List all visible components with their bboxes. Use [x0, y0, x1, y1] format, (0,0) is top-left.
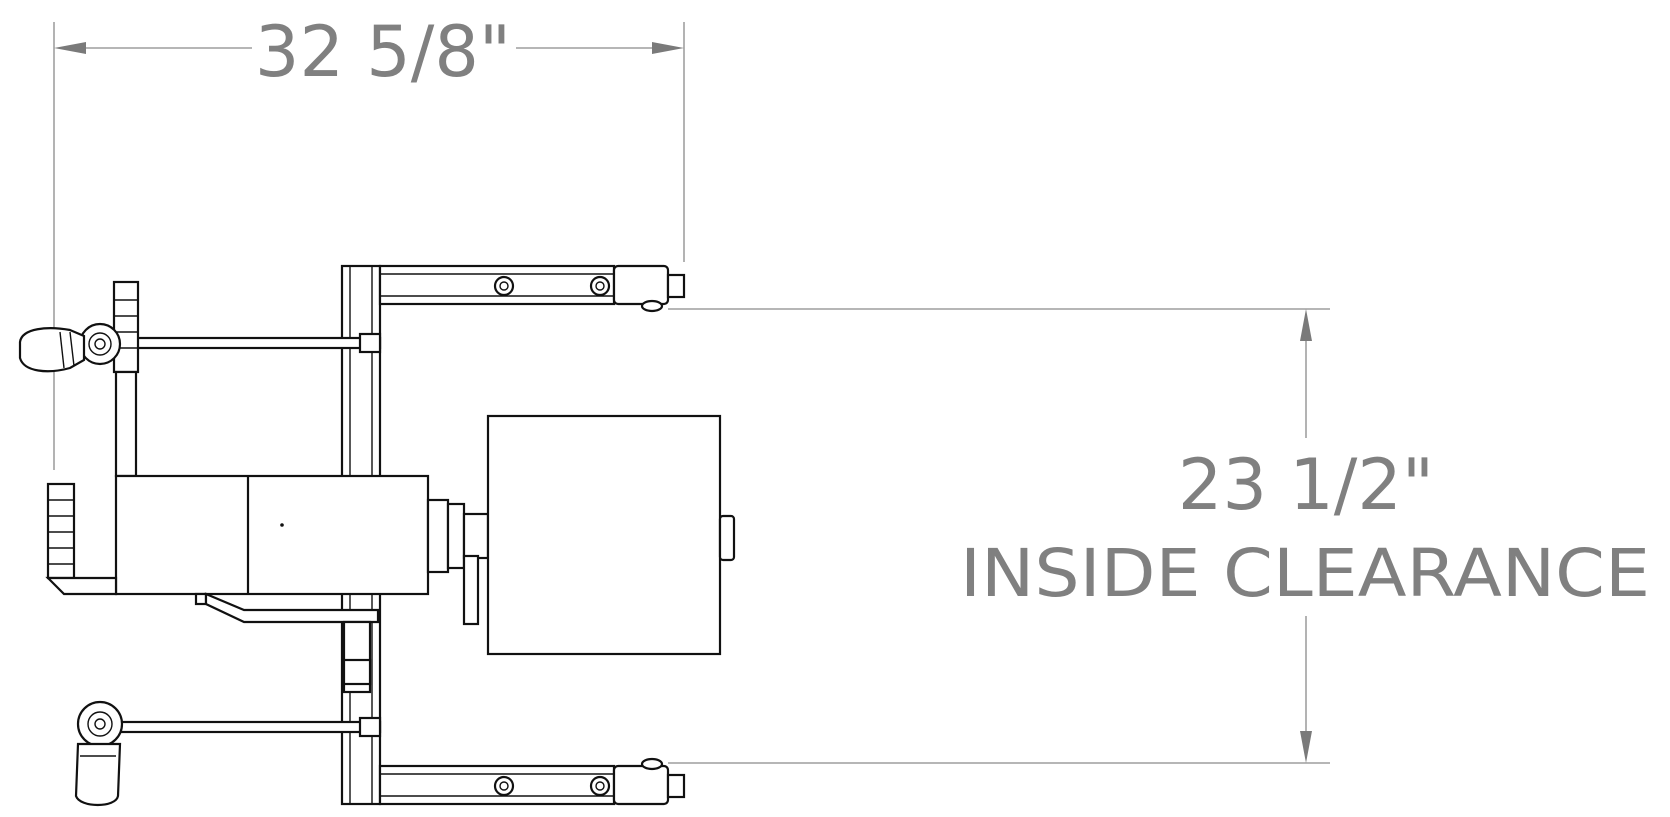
arrowhead-bottom	[1300, 731, 1312, 763]
upper-caster-hub	[78, 322, 122, 366]
machine-outline	[18, 264, 736, 807]
arrowhead-left	[54, 42, 86, 54]
lower-caster-assembly	[74, 700, 382, 807]
inside-clearance-dimension: 23 1/2" INSIDE CLEARANCE	[668, 308, 1650, 764]
overall-width-label: 32 5/8"	[255, 11, 511, 93]
handle-post	[114, 370, 138, 478]
lower-caster-hub	[76, 700, 124, 748]
overall-width-dimension: 32 5/8"	[53, 11, 685, 470]
pump-body	[114, 474, 490, 626]
arrowhead-top	[1300, 309, 1312, 341]
top-leg	[378, 264, 686, 313]
upper-caster-assembly	[18, 280, 382, 374]
inside-clearance-caption: INSIDE CLEARANCE	[960, 535, 1650, 612]
arrowhead-right	[652, 42, 684, 54]
side-grip	[45, 482, 118, 596]
inside-clearance-value: 23 1/2"	[1178, 444, 1434, 526]
lower-caster-wheel	[74, 742, 122, 807]
upper-caster-wheel	[18, 327, 86, 373]
bottom-leg	[378, 757, 686, 806]
bottom-leg-wheel	[612, 764, 670, 806]
top-leg-wheel	[612, 264, 670, 306]
load-box	[486, 414, 736, 656]
